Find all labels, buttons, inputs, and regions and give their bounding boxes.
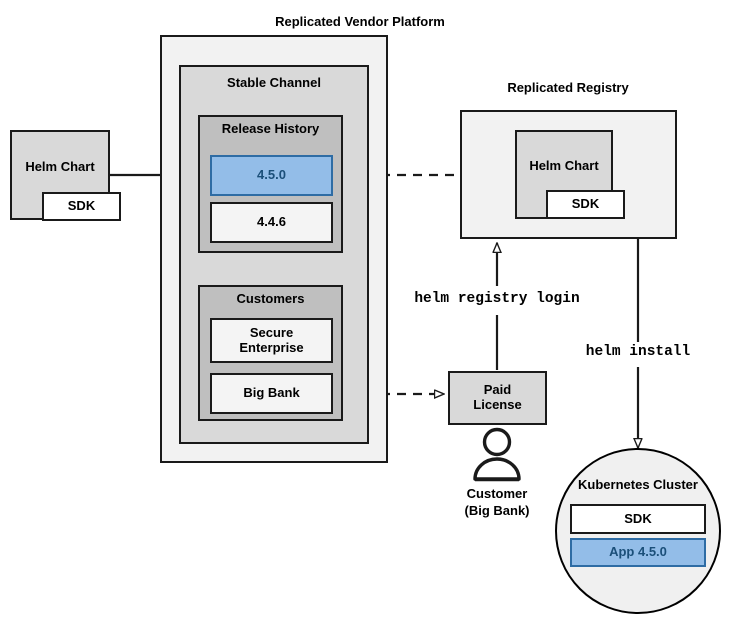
source-sdk-box[interactable]: SDK — [42, 192, 121, 221]
registry-sdk-label: SDK — [571, 196, 600, 212]
cluster-item-app[interactable]: App 4.5.0 — [570, 538, 706, 567]
kubernetes-cluster-label: Kubernetes Cluster — [578, 477, 698, 492]
release-item-4-5-0-label: 4.5.0 — [257, 167, 286, 183]
customer-item-big-bank-label: Big Bank — [243, 385, 300, 401]
registry-title: Replicated Registry — [507, 80, 629, 95]
command-helm-registry-login: helm registry login — [414, 291, 580, 307]
paid-license-label: Paid License — [473, 382, 522, 412]
stable-channel-label: Stable Channel — [227, 75, 321, 90]
release-item-4-4-6-label: 4.4.6 — [257, 214, 286, 230]
source-sdk-label: SDK — [67, 198, 96, 214]
cluster-item-app-label: App 4.5.0 — [609, 544, 667, 560]
release-history-label: Release History — [221, 121, 320, 136]
command-helm-install: helm install — [585, 344, 691, 360]
customer-caption-line2: (Big Bank) — [464, 503, 530, 518]
customer-item-big-bank[interactable]: Big Bank — [210, 373, 333, 414]
customers-label: Customers — [236, 291, 305, 306]
customer-item-secure-enterprise-label: Secure Enterprise — [239, 324, 304, 355]
customer-person-icon — [473, 427, 521, 482]
paid-license-box[interactable]: Paid License — [448, 371, 547, 425]
cluster-item-sdk-label: SDK — [624, 510, 652, 526]
source-helm-chart-label: Helm Chart — [25, 158, 95, 174]
release-item-4-5-0[interactable]: 4.5.0 — [210, 155, 333, 196]
customer-caption-line1: Customer — [466, 486, 528, 501]
cluster-item-sdk[interactable]: SDK — [570, 504, 706, 534]
registry-sdk-box[interactable]: SDK — [546, 190, 625, 219]
release-item-4-4-6[interactable]: 4.4.6 — [210, 202, 333, 243]
registry-helm-chart-label: Helm Chart — [529, 158, 599, 174]
vendor-platform-title: Replicated Vendor Platform — [275, 14, 445, 29]
customer-item-secure-enterprise[interactable]: Secure Enterprise — [210, 318, 333, 363]
